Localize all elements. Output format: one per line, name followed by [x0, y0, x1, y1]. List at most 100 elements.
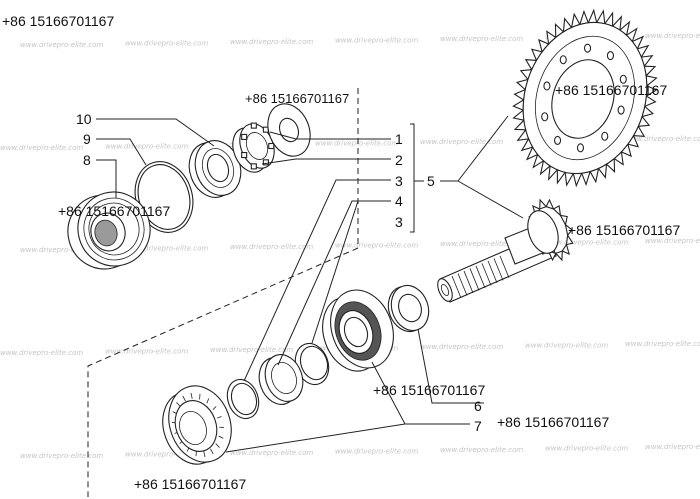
- watermark-text: www.drivepro-elite.com: [335, 37, 418, 45]
- spline-line: [487, 260, 498, 284]
- leader-lines: [96, 115, 524, 453]
- watermark-text: www.drivepro-elite.com: [545, 239, 628, 247]
- pinion-tooth: [545, 198, 555, 210]
- pinion-tooth: [565, 233, 574, 246]
- callout-3-lower: 3: [395, 214, 403, 230]
- phone-label-crown-gear: +86 15166701167: [555, 82, 667, 98]
- watermark-text: www.drivepro-elite.com: [210, 346, 293, 354]
- watermark-text: www.drivepro-elite.com: [335, 242, 418, 250]
- watermark-text: www.drivepro-elite.com: [20, 41, 103, 49]
- spline-line: [451, 275, 462, 299]
- nut-tooth: [241, 133, 248, 140]
- watermark-text: www.drivepro-elite.com: [125, 451, 208, 459]
- nut-tooth: [262, 159, 269, 166]
- watermark-text: www.drivepro-elite.com: [335, 448, 418, 456]
- spline-line: [457, 273, 468, 296]
- roller-line: [176, 402, 181, 407]
- part-3-thin-ring: [226, 378, 260, 420]
- part-6-spacer: [387, 284, 430, 333]
- phone-label-lower-right: +86 15166701167: [497, 414, 609, 430]
- part-7-lower-bearing: [162, 385, 232, 465]
- roller-line: [203, 451, 206, 458]
- roller-line: [210, 448, 214, 455]
- watermark-text: www.drivepro-elite.com: [230, 243, 313, 251]
- callout-9: 9: [83, 131, 91, 147]
- gear-tooth: [572, 172, 583, 188]
- watermark-text: www.drivepro-elite.com: [440, 35, 523, 43]
- bolt-hole: [617, 105, 625, 115]
- watermark-text: www.drivepro-elite.com: [105, 143, 188, 151]
- gear-tooth: [587, 8, 598, 24]
- spline-line: [475, 265, 486, 289]
- bolt-hole: [559, 55, 567, 65]
- nut-tooth: [250, 163, 257, 170]
- watermark-text: www.drivepro-elite.com: [0, 349, 83, 357]
- watermark-text: www.drivepro-elite.com: [230, 449, 313, 457]
- spline-line: [463, 270, 474, 294]
- watermark-text: www.drivepro-elite.com: [625, 135, 700, 143]
- nut-tooth: [241, 152, 248, 159]
- watermark-text: www.drivepro-elite.com: [420, 343, 503, 351]
- watermark-text: www.drivepro-elite.com: [625, 340, 700, 348]
- pinion-tooth: [561, 243, 570, 255]
- watermark-text: www.drivepro-elite.com: [20, 452, 103, 460]
- watermark-text: www.drivepro-elite.com: [440, 446, 523, 454]
- pinion-tooth: [559, 214, 568, 227]
- watermark-text: www.drivepro-elite.com: [545, 445, 628, 453]
- roller-line: [206, 398, 210, 404]
- roller-line: [190, 392, 193, 399]
- crown-gear: [512, 8, 658, 188]
- bolt-hole: [619, 74, 627, 84]
- part-10-bearing: [188, 140, 242, 198]
- part-9-o-ring: [134, 161, 194, 233]
- gear-tooth: [512, 98, 525, 111]
- callout-2: 2: [395, 152, 403, 168]
- watermark-text: www.drivepro-elite.com: [525, 342, 608, 350]
- callout-5: 5: [427, 173, 435, 189]
- callout-3-upper: 3: [395, 173, 403, 189]
- bolt-hole: [601, 131, 609, 141]
- roller-line: [215, 443, 220, 448]
- phone-label-top-left: +86 15166701167: [2, 13, 114, 29]
- bolt-hole: [541, 112, 549, 122]
- watermark-text: www.drivepro-elite.com: [0, 144, 83, 152]
- spline-line: [481, 263, 492, 286]
- nut-tooth: [250, 122, 257, 129]
- bolt-hole: [583, 43, 592, 53]
- roller-line: [182, 395, 186, 402]
- part-4-snap-ring: [294, 342, 330, 386]
- watermark-layer: www.drivepro-elite.com www.drivepro-elite…: [0, 32, 700, 460]
- part-1-slotted-nut: [232, 122, 275, 173]
- part-7-upper-bearing: [322, 289, 394, 372]
- assembly-axis-dashed: [87, 88, 359, 497]
- bolt-hole: [553, 135, 562, 145]
- part-8-flange: [67, 191, 151, 270]
- callout-7: 7: [474, 418, 482, 434]
- watermark-text: www.drivepro-elite.com: [125, 40, 208, 48]
- roller-line: [218, 435, 224, 439]
- watermark-text: www.drivepro-elite.com: [645, 32, 700, 40]
- callout-10: 10: [76, 111, 92, 127]
- watermark-text: www.drivepro-elite.com: [420, 138, 503, 146]
- nut-tooth: [268, 142, 275, 150]
- part-3-bearing-cup: [258, 354, 304, 405]
- pinion-shaft: [437, 198, 574, 303]
- bolt-hole: [543, 81, 551, 91]
- callout-numbers: 1 2 3 4 3 5 6 7 8 9 10: [76, 111, 482, 434]
- bolt-hole: [576, 143, 585, 153]
- spline-line: [469, 268, 480, 291]
- gear-tooth: [512, 109, 525, 121]
- spline-line: [499, 255, 510, 278]
- pinion-tooth: [564, 223, 573, 237]
- callout-6: 6: [474, 398, 482, 414]
- watermark-text: www.drivepro-elite.com: [125, 245, 208, 253]
- gear-tooth: [564, 171, 575, 187]
- pinion-tooth: [539, 198, 548, 210]
- roller-line: [212, 406, 217, 410]
- watermark-text: www.drivepro-elite.com: [230, 38, 313, 46]
- roller-line: [217, 416, 222, 419]
- callout-4: 4: [395, 193, 403, 209]
- watermark-text: www.drivepro-elite.com: [645, 443, 700, 451]
- phone-label-lower-middle: +86 15166701167: [373, 382, 485, 398]
